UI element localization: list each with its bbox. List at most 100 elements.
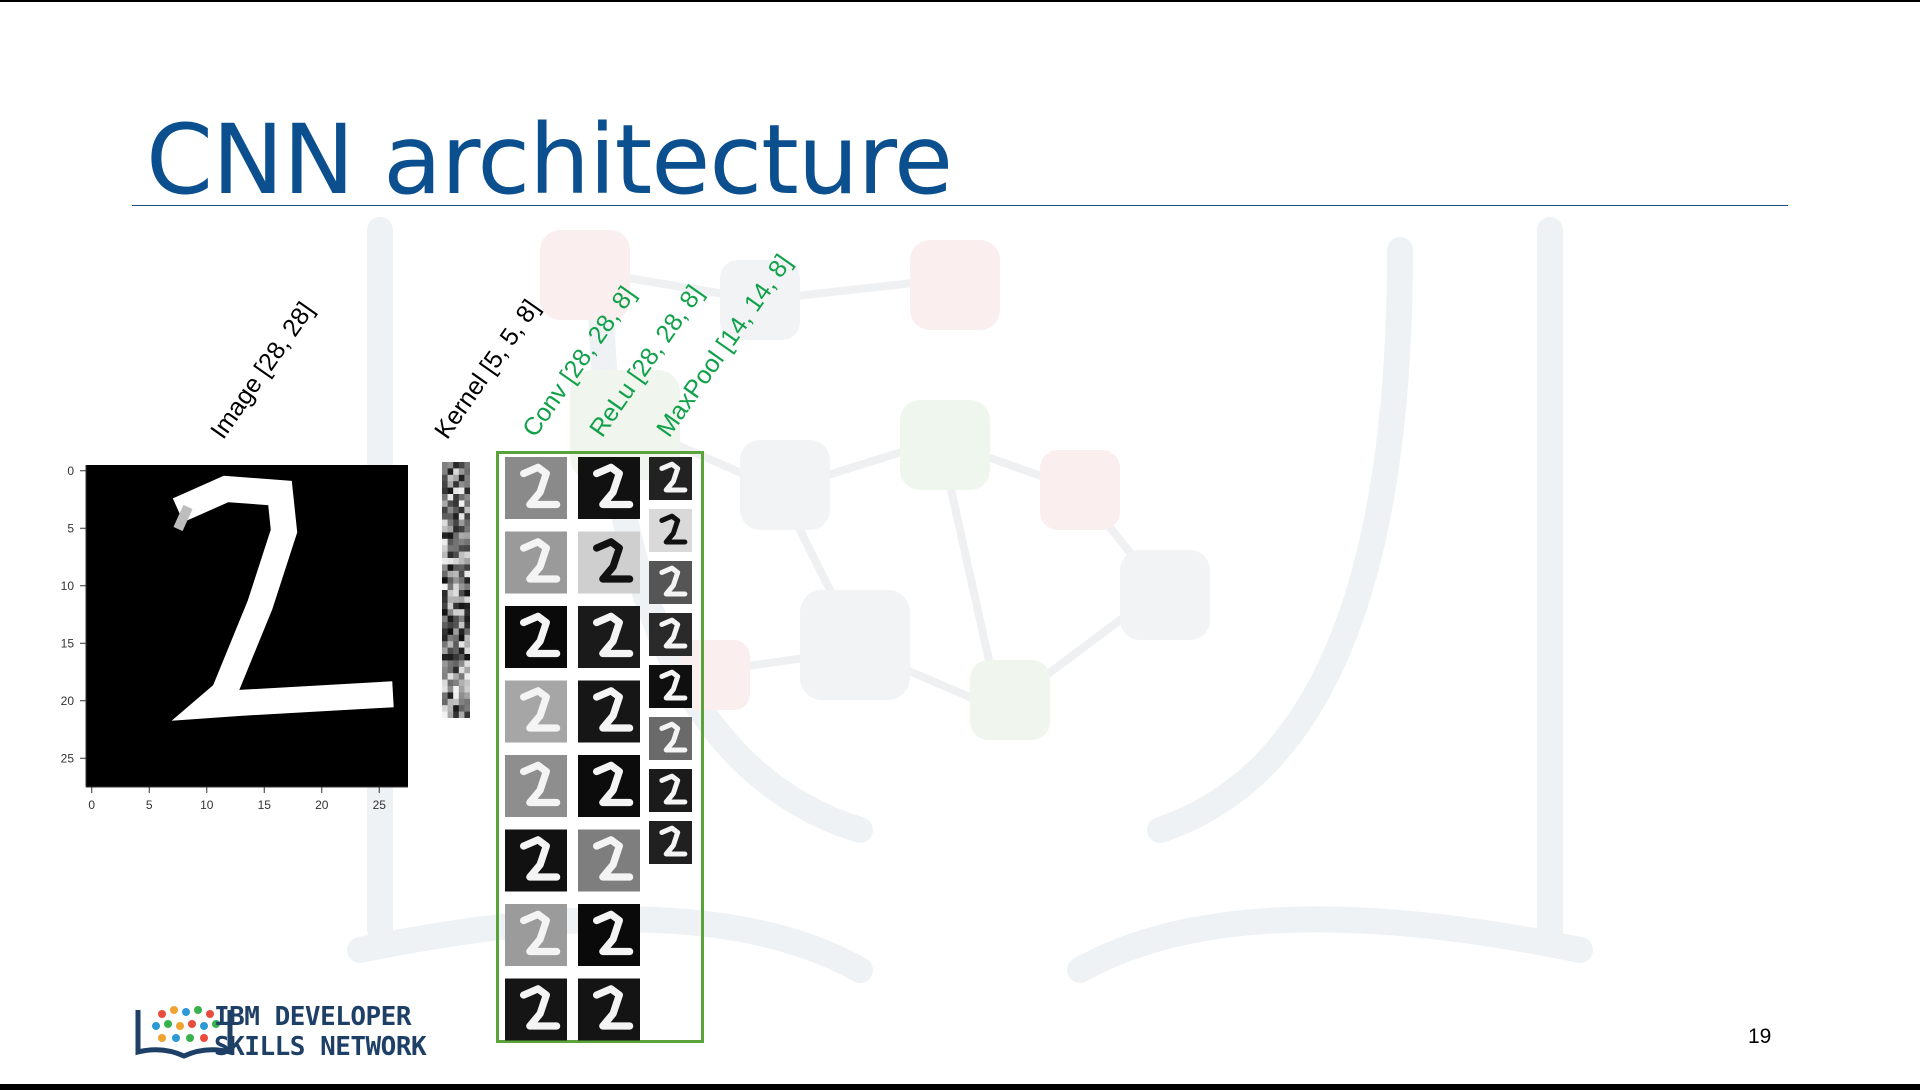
ibm-skills-network-logo [135, 1006, 233, 1059]
kernel-cell [453, 634, 460, 642]
kernel-cell [447, 660, 454, 668]
kernel-cell [447, 673, 454, 680]
kernel-cell [453, 494, 460, 501]
kernel-cell [442, 538, 448, 546]
kernel-cell [458, 506, 465, 514]
kernel-cell [458, 602, 465, 610]
kernel-cell [447, 538, 454, 546]
digit-two-stroke [171, 475, 394, 721]
kernel-cell [464, 513, 470, 520]
kernel-cell [447, 583, 454, 591]
kernel-cell [464, 551, 470, 559]
x-tick-label: 0 [88, 798, 95, 812]
kernel-cell [453, 609, 460, 616]
kernel-cell [458, 577, 465, 584]
kernel-cell [453, 590, 460, 597]
kernel-cell [447, 500, 454, 508]
kernel-cell [453, 545, 460, 552]
y-tick-label: 5 [67, 521, 74, 535]
kernel-cell [453, 660, 460, 668]
kernel-cell [442, 641, 448, 648]
kernel-cell [447, 474, 454, 482]
kernel-cell [453, 628, 460, 636]
kernel-cell [447, 634, 454, 642]
kernel-cell [447, 692, 454, 700]
kernel-cell [447, 487, 454, 495]
kernel-cell [464, 673, 470, 680]
kernel-cell [447, 698, 454, 706]
kernel-cell [442, 513, 448, 520]
kernel-cell [453, 558, 460, 565]
kernel-cell [442, 673, 448, 680]
kernel-cell [458, 513, 465, 520]
kernel-cell [442, 545, 448, 552]
kernel-cell [458, 641, 465, 648]
x-tick-label: 15 [258, 798, 272, 812]
kernel-cell [458, 551, 465, 559]
kernel-cell [442, 551, 448, 559]
kernel-cell [458, 692, 465, 700]
kernel-cell [453, 698, 460, 706]
kernel-cell [453, 487, 460, 495]
kernel-cell [447, 602, 454, 610]
kernel-cell [453, 654, 460, 661]
kernel-cell [453, 596, 460, 604]
kernel-cell [453, 526, 460, 533]
kernel-cell [464, 602, 470, 610]
logo-line2: SKILLS NETWORK [214, 1032, 427, 1062]
kernel-cell [447, 462, 454, 469]
kernel-cell [453, 583, 460, 591]
kernel-cell [447, 596, 454, 604]
kernel-cell [442, 526, 448, 533]
kernel-cell [464, 711, 470, 718]
kernel-cell [458, 538, 465, 546]
kernel-cell [447, 570, 454, 578]
kernel-cell [442, 519, 448, 527]
kernel-cell [447, 558, 454, 565]
kernel-cell [442, 590, 448, 597]
kernel-cell [442, 622, 448, 629]
kernel-cell [442, 558, 448, 565]
kernel-cell [447, 519, 454, 527]
kernel-cell [458, 711, 465, 718]
kernel-cell [464, 462, 470, 469]
kernel-cell [447, 564, 454, 572]
kernel-cell [464, 564, 470, 572]
kernel-cell [447, 622, 454, 629]
kernel-cell [464, 577, 470, 584]
kernel-cell [453, 647, 460, 655]
kernel-cell [458, 564, 465, 572]
kernel-cell [464, 647, 470, 655]
kernel-cell [447, 666, 454, 674]
kernel-cell [464, 506, 470, 514]
kernel-cell [442, 596, 448, 604]
kernel-cell [447, 551, 454, 559]
y-tick-label: 0 [67, 464, 74, 478]
kernel-cell [442, 583, 448, 591]
kernel-cell [464, 481, 470, 488]
kernel-cell [447, 494, 454, 501]
kernel-cell [464, 622, 470, 629]
kernel-cell [442, 564, 448, 572]
kernel-cell [458, 647, 465, 655]
kernel-cell [464, 545, 470, 552]
kernel-cell [453, 481, 460, 488]
kernel-cell [464, 500, 470, 508]
x-tick-label: 25 [373, 798, 387, 812]
kernel-cell [442, 615, 448, 623]
kernel-cell [464, 698, 470, 706]
kernel-cell [442, 609, 448, 616]
kernel-cell [453, 622, 460, 629]
kernel-cell [464, 532, 470, 540]
kernel-cell [447, 513, 454, 520]
kernel-cell [447, 711, 454, 718]
kernel-cell [464, 570, 470, 578]
kernel-cell [458, 686, 465, 693]
kernel-cell [442, 692, 448, 700]
kernel-cell [453, 679, 460, 687]
kernel-cell [447, 506, 454, 514]
kernel-cell [447, 590, 454, 597]
kernel-cell [458, 654, 465, 661]
